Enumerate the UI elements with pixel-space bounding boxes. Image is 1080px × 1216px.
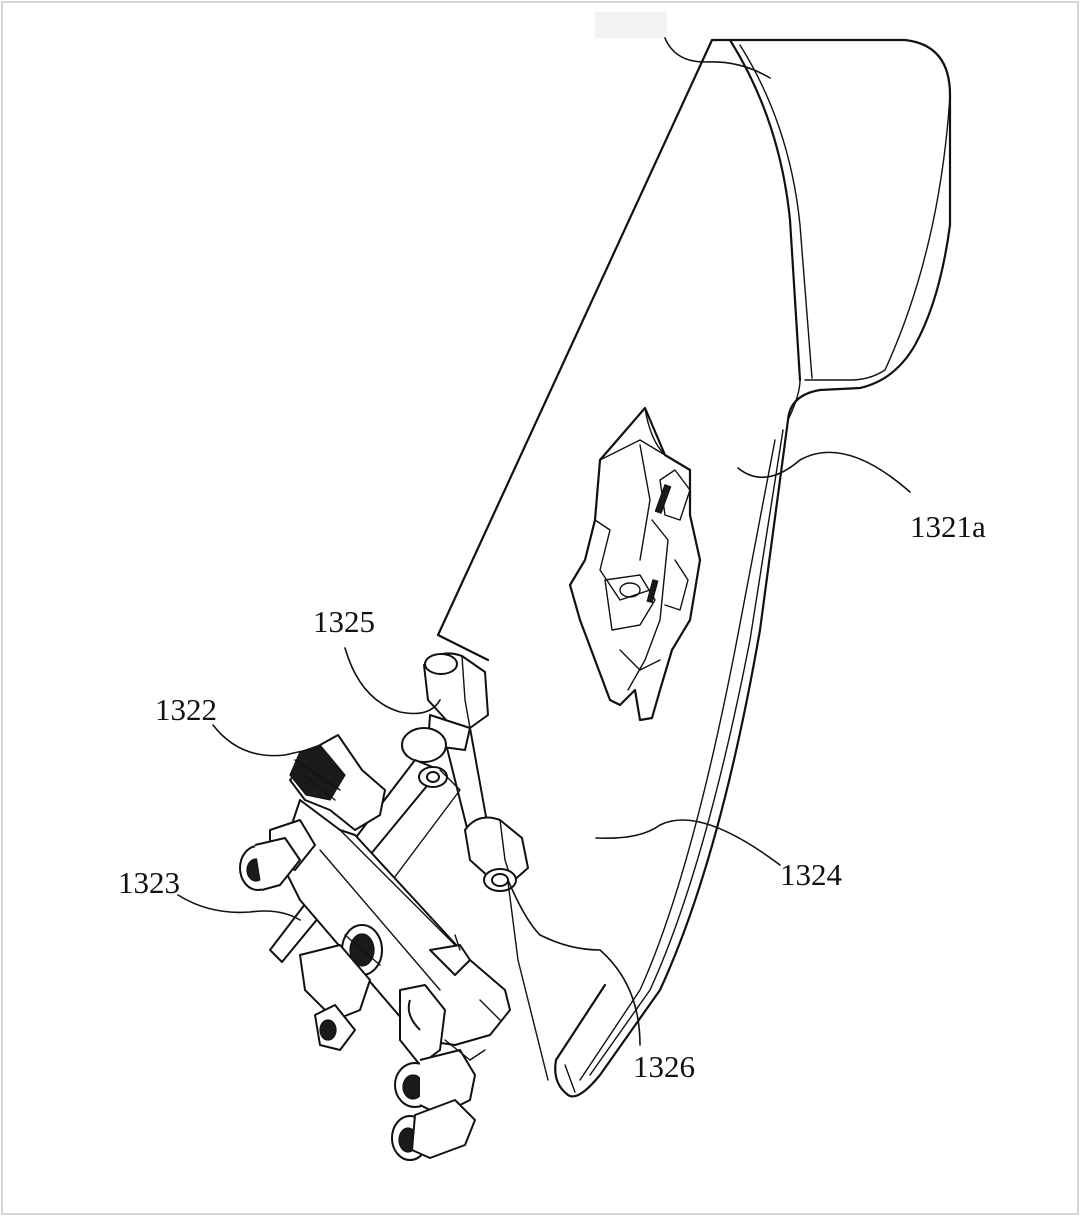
header-blur xyxy=(595,12,667,38)
leader-top xyxy=(664,37,771,79)
leader-1323 xyxy=(177,894,301,921)
inner-mechanism xyxy=(568,406,702,722)
label-1323: 1323 xyxy=(118,865,180,900)
leader-lines xyxy=(177,37,911,1081)
label-1325: 1325 xyxy=(313,604,375,639)
leader-1321a xyxy=(737,451,911,493)
label-1322: 1322 xyxy=(155,692,217,727)
reference-labels: 1321a 1325 1322 1323 1324 1326 xyxy=(118,509,986,1084)
cover-panel xyxy=(436,38,952,1098)
label-1321a: 1321a xyxy=(910,509,986,544)
motor-unit xyxy=(239,734,511,1161)
leader-1322 xyxy=(212,724,321,757)
label-1324: 1324 xyxy=(780,857,843,892)
label-1326: 1326 xyxy=(633,1049,695,1084)
leader-1325 xyxy=(344,647,441,715)
leader-1326 xyxy=(507,879,641,1046)
leader-1324 xyxy=(595,819,781,866)
